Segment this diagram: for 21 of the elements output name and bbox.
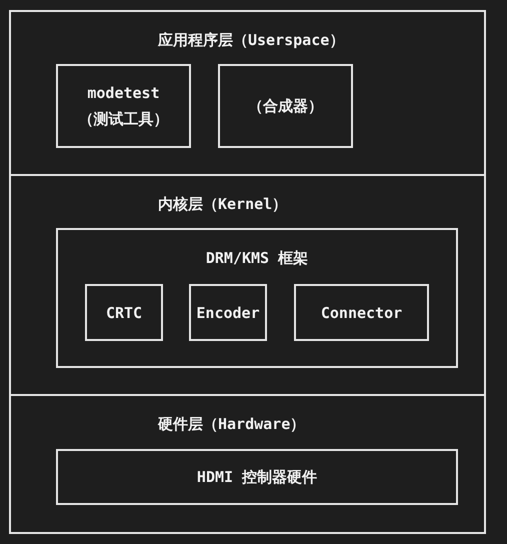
layer-title: 应用程序层（Userspace） [158, 30, 344, 50]
layer-band [9, 174, 486, 396]
layer-band [9, 10, 486, 176]
component-label: （测试工具） [78, 109, 168, 129]
component-box [294, 284, 429, 341]
component-box [85, 284, 163, 341]
component-label: CRTC [106, 302, 142, 322]
component-box [56, 64, 191, 148]
component-box [218, 64, 353, 148]
component-label: Connector [320, 302, 402, 322]
component-label: modetest [87, 83, 160, 103]
component-box [56, 449, 458, 505]
layer-band [9, 394, 486, 534]
component-label: Encoder [196, 302, 260, 322]
layer-title: 硬件层（Hardware） [158, 414, 306, 434]
component-label: HDMI 控制器硬件 [196, 467, 318, 487]
framework-title: DRM/KMS 框架 [206, 248, 308, 268]
component-label: （合成器） [248, 96, 323, 116]
component-box [189, 284, 267, 341]
layer-title: 内核层（Kernel） [158, 194, 288, 214]
framework-box [56, 228, 458, 368]
